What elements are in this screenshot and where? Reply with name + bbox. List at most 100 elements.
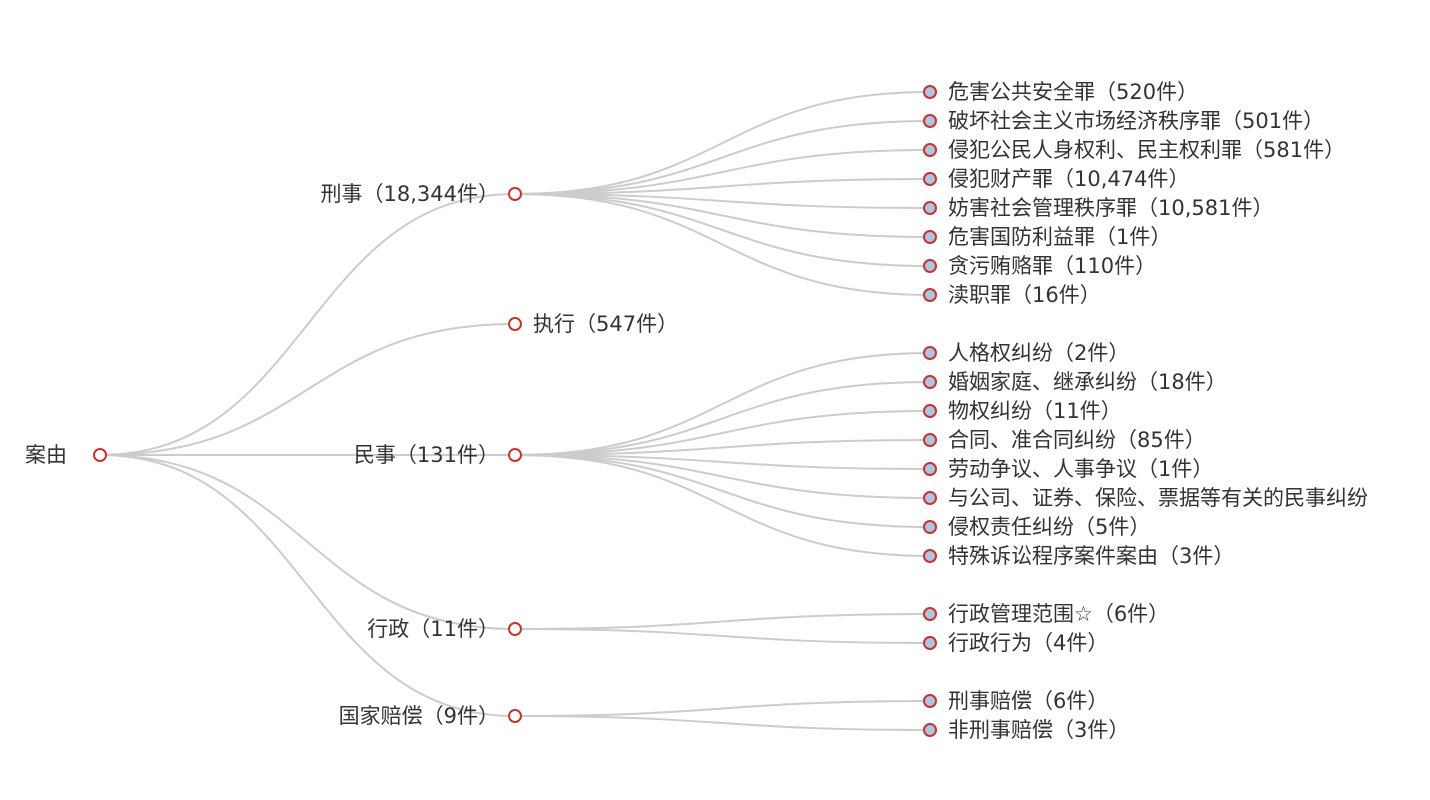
tree-subcategory-node[interactable]: 特殊诉讼程序案件案由（3件） (923, 544, 1234, 568)
tree-category-node[interactable]: 执行（547件） (508, 312, 678, 336)
tree-node-symbol[interactable] (923, 143, 937, 157)
tree-node-symbol[interactable] (508, 317, 522, 331)
edge-category-to-subcategory (514, 91, 931, 195)
edge-category-to-subcategory (514, 381, 931, 456)
edge-category-to-subcategory (514, 454, 931, 470)
tree-node-symbol[interactable] (923, 636, 937, 650)
edge-root-to-category (99, 454, 516, 717)
tree-node-label: 行政管理范围☆（6件） (948, 602, 1169, 626)
tree-edges (99, 91, 931, 731)
tree-node-symbol[interactable] (923, 491, 937, 505)
tree-node-symbol[interactable] (923, 375, 937, 389)
edge-category-to-subcategory (514, 454, 931, 528)
tree-node-symbol[interactable] (923, 201, 937, 215)
tree-subcategory-node[interactable]: 侵犯公民人身权利、民主权利罪（581件） (923, 138, 1345, 162)
tree-category-node[interactable]: 民事（131件） (354, 443, 522, 467)
edge-category-to-subcategory (514, 193, 931, 209)
tree-node-symbol[interactable] (508, 622, 522, 636)
tree-node-symbol[interactable] (923, 549, 937, 563)
tree-node-symbol[interactable] (508, 709, 522, 723)
edge-category-to-subcategory (514, 613, 931, 630)
edge-category-to-subcategory (514, 193, 931, 296)
tree-node-label: 物权纠纷（11件） (948, 399, 1122, 423)
tree-subcategory-node[interactable]: 侵权责任纠纷（5件） (923, 515, 1150, 539)
tree-node-label: 破坏社会主义市场经济秩序罪（501件） (948, 109, 1324, 133)
tree-node-symbol[interactable] (93, 448, 107, 462)
tree-subcategory-node[interactable]: 劳动争议、人事争议（1件） (923, 457, 1213, 481)
tree-node-symbol[interactable] (923, 346, 937, 360)
tree-node-label: 行政行为（4件） (948, 631, 1108, 655)
tree-node-label: 侵犯公民人身权利、民主权利罪（581件） (948, 138, 1345, 162)
tree-category-node[interactable]: 国家赔偿（9件） (339, 704, 522, 728)
tree-subcategory-node[interactable]: 婚姻家庭、继承纠纷（18件） (923, 370, 1227, 394)
tree-node-label: 人格权纠纷（2件） (948, 341, 1129, 365)
edge-category-to-subcategory (514, 454, 931, 557)
tree-subcategory-node[interactable]: 与公司、证券、保险、票据等有关的民事纠纷 (923, 486, 1368, 510)
tree-subcategory-node[interactable]: 合同、准合同纠纷（85件） (923, 428, 1206, 452)
tree-subcategory-node[interactable]: 物权纠纷（11件） (923, 399, 1122, 423)
tree-subcategory-node[interactable]: 行政行为（4件） (923, 631, 1108, 655)
tree-node-symbol[interactable] (923, 433, 937, 447)
tree-node-label: 侵犯财产罪（10,474件） (948, 167, 1189, 191)
edge-category-to-subcategory (514, 120, 931, 195)
tree-subcategory-node[interactable]: 人格权纠纷（2件） (923, 341, 1129, 365)
tree-node-symbol[interactable] (508, 448, 522, 462)
tree-nodes: 案由 刑事（18,344件） 危害公共安全罪（520件） 破坏社会主义市场经济秩序罪（… (25, 80, 1368, 742)
tree-node-label: 贪污贿赂罪（110件） (948, 254, 1156, 278)
tree-node-symbol[interactable] (923, 114, 937, 128)
tree-subcategory-node[interactable]: 侵犯财产罪（10,474件） (923, 167, 1189, 191)
tree-node-symbol[interactable] (923, 288, 937, 302)
edge-root-to-category (99, 323, 516, 456)
tree-node-symbol[interactable] (923, 723, 937, 737)
edge-category-to-subcategory (514, 700, 931, 717)
tree-node-label: 非刑事赔偿（3件） (948, 718, 1129, 742)
tree-subcategory-node[interactable]: 渎职罪（16件） (923, 283, 1101, 307)
edge-category-to-subcategory (514, 352, 931, 456)
edge-category-to-subcategory (514, 149, 931, 195)
tree-node-label: 案由 (25, 443, 67, 467)
tree-subcategory-node[interactable]: 妨害社会管理秩序罪（10,581件） (923, 196, 1273, 220)
tree-node-label: 侵权责任纠纷（5件） (948, 515, 1150, 539)
tree-subcategory-node[interactable]: 危害国防利益罪（1件） (923, 225, 1171, 249)
edge-root-to-category (99, 193, 516, 456)
tree-node-symbol[interactable] (508, 187, 522, 201)
tree-node-label: 与公司、证券、保险、票据等有关的民事纠纷 (948, 486, 1368, 510)
tree-subcategory-node[interactable]: 危害公共安全罪（520件） (923, 80, 1198, 104)
tree-node-symbol[interactable] (923, 607, 937, 621)
tree-node-symbol[interactable] (923, 259, 937, 273)
tree-subcategory-node[interactable]: 刑事赔偿（6件） (923, 689, 1108, 713)
tree-node-label: 合同、准合同纠纷（85件） (948, 428, 1206, 452)
tree-node-symbol[interactable] (923, 694, 937, 708)
tree-node-label: 特殊诉讼程序案件案由（3件） (948, 544, 1234, 568)
tree-node-symbol[interactable] (923, 462, 937, 476)
tree-node-symbol[interactable] (923, 404, 937, 418)
tree-node-label: 国家赔偿（9件） (339, 704, 499, 728)
edge-category-to-subcategory (514, 628, 931, 644)
tree-node-symbol[interactable] (923, 230, 937, 244)
tree-node-label: 劳动争议、人事争议（1件） (948, 457, 1213, 481)
tree-node-label: 刑事赔偿（6件） (948, 689, 1108, 713)
tree-subcategory-node[interactable]: 非刑事赔偿（3件） (923, 718, 1129, 742)
tree-category-node[interactable]: 刑事（18,344件） (321, 182, 522, 206)
tree-node-symbol[interactable] (923, 520, 937, 534)
tree-node-label: 执行（547件） (533, 312, 678, 336)
tree-subcategory-node[interactable]: 破坏社会主义市场经济秩序罪（501件） (923, 109, 1324, 133)
tree-root-node[interactable]: 案由 (25, 443, 107, 467)
edge-category-to-subcategory (514, 193, 931, 267)
tree-node-label: 妨害社会管理秩序罪（10,581件） (948, 196, 1273, 220)
tree-node-label: 行政（11件） (367, 617, 499, 641)
tree-node-symbol[interactable] (923, 172, 937, 186)
tree-node-symbol[interactable] (923, 85, 937, 99)
tree-node-label: 渎职罪（16件） (948, 283, 1101, 307)
tree-node-label: 婚姻家庭、继承纠纷（18件） (948, 370, 1227, 394)
edge-root-to-category (99, 454, 516, 630)
edge-category-to-subcategory (514, 193, 931, 238)
edge-category-to-subcategory (514, 439, 931, 456)
edge-category-to-subcategory (514, 410, 931, 456)
tree-category-node[interactable]: 行政（11件） (367, 617, 522, 641)
tree-node-label: 危害国防利益罪（1件） (948, 225, 1171, 249)
tree-subcategory-node[interactable]: 行政管理范围☆（6件） (923, 602, 1169, 626)
tree-subcategory-node[interactable]: 贪污贿赂罪（110件） (923, 254, 1156, 278)
edge-category-to-subcategory (514, 454, 931, 499)
